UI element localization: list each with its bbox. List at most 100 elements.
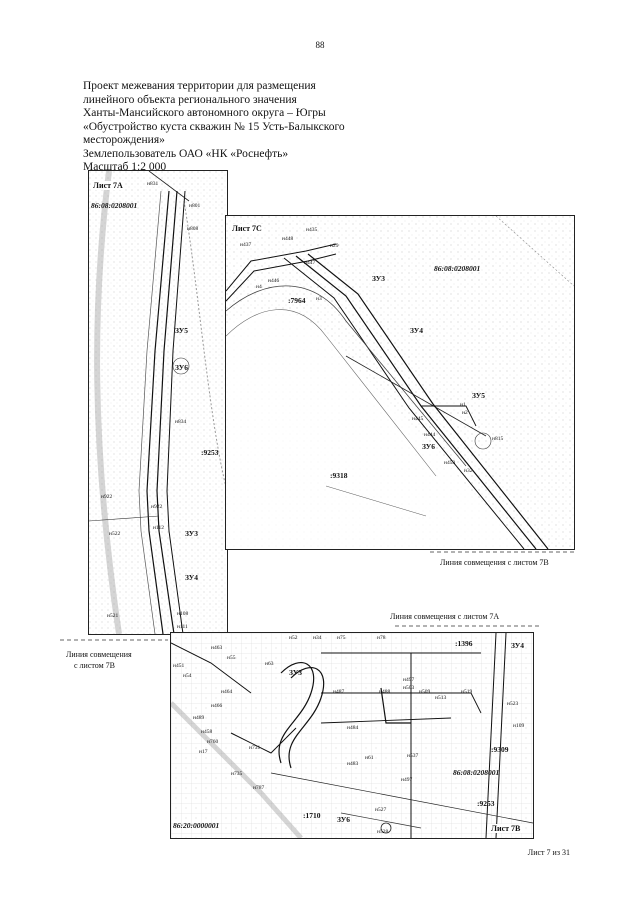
parcel-label: ЗУ3 <box>185 529 199 538</box>
parcel-label: ЗУ6 <box>175 363 189 372</box>
parcel-label: ЗУ5 <box>175 326 189 335</box>
point-label: н523 <box>507 701 519 707</box>
point-label: н32 <box>464 468 473 474</box>
join-note-7a: Линия совмещения с листом 7А <box>390 612 500 621</box>
quarter-label: :7964 <box>288 296 306 305</box>
point-label: н109 <box>513 723 525 729</box>
point-label: н464 <box>221 689 233 695</box>
point-label: н435 <box>306 227 318 233</box>
point-label: н451 <box>173 663 185 669</box>
title-block: Проект межевания территории для размещен… <box>83 80 383 175</box>
point-label: н484 <box>347 725 359 731</box>
cadastral-number: 86:08:0208001 <box>91 201 138 210</box>
quarter-label: :9253 <box>477 799 495 808</box>
join-note-7v-left: с листом 7В <box>74 661 116 670</box>
quarter-label: :1396 <box>455 639 473 648</box>
title-line: Ханты-Мансийского автономного округа – Ю… <box>83 107 326 119</box>
parcel-label: ЗУ4 <box>185 573 199 582</box>
point-label: н458 <box>201 729 213 735</box>
point-label: н446 <box>268 278 280 284</box>
sheet-label-7a: Лист 7А <box>91 181 125 190</box>
point-label: н437 <box>240 242 252 248</box>
title-line: Землепользователь ОАО «НК «Роснефть» <box>83 147 289 160</box>
sheet-label-7c: Лист 7С <box>230 224 264 233</box>
parcel-label: ЗУ4 <box>410 326 424 335</box>
point-label: н509 <box>419 689 431 695</box>
map-7a-drawing <box>89 171 227 634</box>
point-label: н801 <box>189 203 201 209</box>
join-note-7v-left: Линия совмещения <box>66 650 132 659</box>
title-line: линейного объекта регионального значения <box>83 93 297 106</box>
quarter-label: :1710 <box>303 811 321 820</box>
point-label: н808 <box>187 226 199 232</box>
title-line: «Обустройство куста скважин № 15 Усть-Ба… <box>83 120 345 133</box>
point-label: н34 <box>313 635 322 641</box>
point-label: н448 <box>282 236 294 242</box>
point-label: н483 <box>347 761 359 767</box>
point-label: н831 <box>147 181 159 187</box>
point-label: н447 <box>304 260 316 266</box>
map-7c-drawing <box>226 216 574 549</box>
point-label: н815 <box>492 436 504 442</box>
point-label: н787 <box>253 785 265 791</box>
point-label: н922 <box>151 504 163 510</box>
point-label: н453 <box>444 460 456 466</box>
parcel-label: ЗУ6 <box>337 815 351 824</box>
map-sheet-7c[interactable]: Лист 7С 86:08:0208001 ЗУ3 ЗУ4 ЗУ5 ЗУ6 :7… <box>225 215 575 550</box>
page-number: 88 <box>315 40 325 50</box>
point-label: н444 <box>424 432 436 438</box>
parcel-label: ЗУ3 <box>372 274 386 283</box>
point-label: н52 <box>289 635 298 641</box>
point-label: н522 <box>109 531 121 537</box>
point-label: н445 <box>412 416 424 422</box>
point-label: н731 <box>249 745 261 751</box>
parcel-label: ЗУ5 <box>472 391 486 400</box>
point-label: н513 <box>435 695 447 701</box>
point-label: н489 <box>193 715 205 721</box>
point-label: н63 <box>265 661 274 667</box>
point-label: н487 <box>333 689 345 695</box>
point-label: н735 <box>231 771 243 777</box>
cadastral-number: 86:08:0208001 <box>434 264 481 273</box>
sheet-label-7b: Лист 7В <box>489 824 523 833</box>
quarter-label: :9309 <box>491 745 509 754</box>
point-label: н528 <box>377 829 389 835</box>
point-label: н111 <box>177 624 188 630</box>
map-sheet-7b[interactable]: :1396 ЗУ4 ЗУ3 :9309 86:08:0208001 :9253 … <box>170 632 534 839</box>
title-line: Проект межевания территории для размещен… <box>83 80 316 92</box>
point-label: н463 <box>211 645 223 651</box>
title-line: месторождения» <box>83 134 165 146</box>
point-label: н55 <box>227 655 236 661</box>
point-label: н527 <box>375 807 387 813</box>
point-label: н78 <box>377 635 386 641</box>
parcel-label: ЗУ3 <box>289 668 303 677</box>
point-label: н521 <box>107 613 119 619</box>
point-label: н17 <box>199 749 208 755</box>
point-label: н497 <box>403 677 415 683</box>
point-label: н760 <box>207 739 219 745</box>
point-label: н75 <box>337 635 346 641</box>
point-label: н112 <box>153 525 164 531</box>
cadastral-number: 86:08:0208001 <box>453 768 500 777</box>
point-label: н2 <box>462 410 468 416</box>
quarter-label: :9253 <box>201 448 219 457</box>
map-sheet-7a[interactable]: Лист 7А 86:08:0208001 ЗУ5 ЗУ6 ЗУ3 ЗУ4 :9… <box>88 170 228 635</box>
cadastral-number: 86:20:0000001 <box>173 821 220 830</box>
point-label: н54 <box>183 673 192 679</box>
point-label: н466 <box>211 703 223 709</box>
parcel-label: ЗУ4 <box>511 641 525 650</box>
point-label: н488 <box>379 689 391 695</box>
point-label: н4 <box>256 284 262 290</box>
parcel-label: ЗУ6 <box>422 442 436 451</box>
point-label: н3 <box>316 296 322 302</box>
point-label: н61 <box>365 755 374 761</box>
point-label: н503 <box>403 685 415 691</box>
sheet-counter: Лист 7 из 31 <box>527 848 570 857</box>
point-label: н29 <box>330 243 339 249</box>
join-note-7v: Линия совмещения с листом 7В <box>440 558 549 567</box>
point-label: н537 <box>407 753 419 759</box>
map-7b-drawing <box>171 633 533 838</box>
quarter-label: :9318 <box>330 471 348 480</box>
point-label: н497 <box>401 777 413 783</box>
point-label: н922 <box>101 494 113 500</box>
